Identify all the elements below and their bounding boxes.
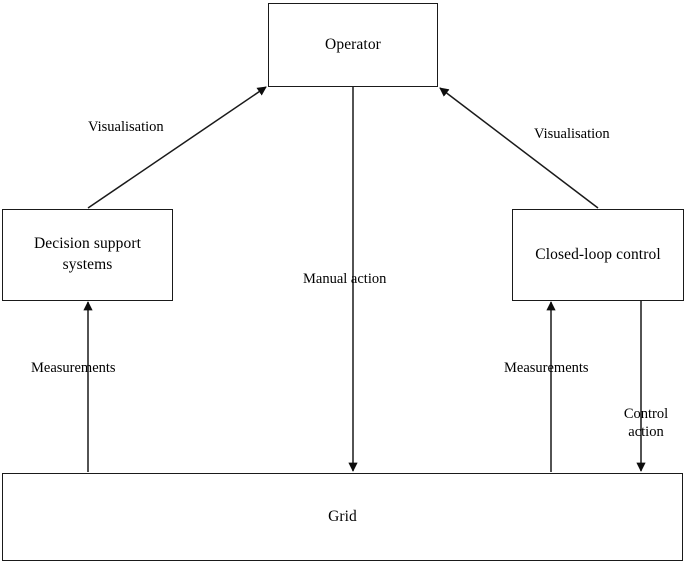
node-decision-support-systems-label: Decision support systems [33, 235, 142, 273]
node-closed-loop-control: Closed-loop control [512, 209, 684, 301]
node-decision-support-systems: Decision support systems [2, 209, 173, 301]
edge-label-manual-action: Manual action [303, 271, 387, 287]
node-closed-loop-control-label: Closed-loop control [535, 245, 661, 263]
edge-label-measurements-right: Measurements [504, 360, 589, 376]
edge-label-visualisation-right: Visualisation [534, 126, 610, 142]
node-operator: Operator [268, 3, 438, 87]
edge-visualisation-right [439, 87, 599, 209]
edge-label-control-action: Control action [623, 406, 669, 441]
node-grid: Grid [2, 473, 683, 561]
edge-label-measurements-left: Measurements [31, 360, 116, 376]
node-operator-label: Operator [325, 35, 381, 53]
edge-label-visualisation-left: Visualisation [88, 119, 164, 135]
node-grid-label: Grid [328, 507, 357, 525]
edge-visualisation-left [87, 86, 267, 209]
